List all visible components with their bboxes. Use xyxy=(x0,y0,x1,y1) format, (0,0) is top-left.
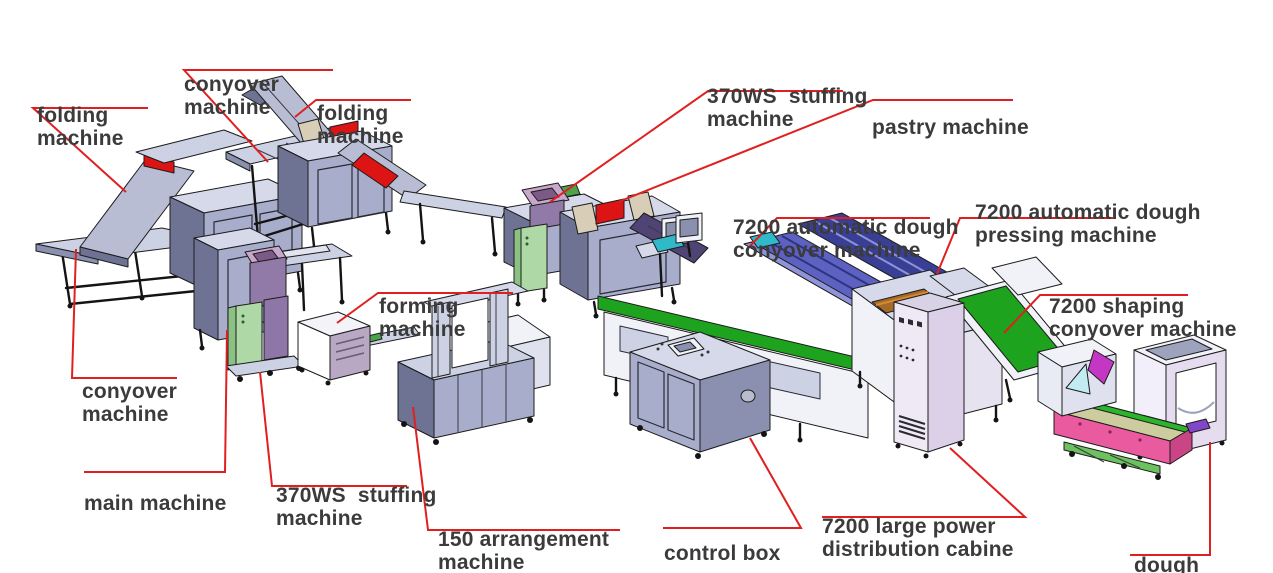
forming-machine-illustration xyxy=(297,311,421,386)
label-pastry-machine: pastry machine xyxy=(872,116,1029,139)
label-dough-mixer: doughmixer xyxy=(1134,554,1200,573)
pastry-machine-illustration xyxy=(559,191,709,319)
leader-lines xyxy=(30,69,1211,556)
folding-machine-2-illustration xyxy=(241,75,507,257)
stuffing-machine-370ws-bottom-illustration xyxy=(225,245,305,382)
power-cabinet-illustration xyxy=(893,292,965,459)
arrangement-machine-150-illustration xyxy=(397,281,535,445)
label-control-box: control box xyxy=(664,542,781,565)
control-box-illustration xyxy=(629,331,771,459)
outfeed-box-illustration xyxy=(1037,338,1117,417)
dough-mixer-conveyor-illustration xyxy=(1053,397,1211,480)
label-main-machine: main machine xyxy=(84,492,227,515)
